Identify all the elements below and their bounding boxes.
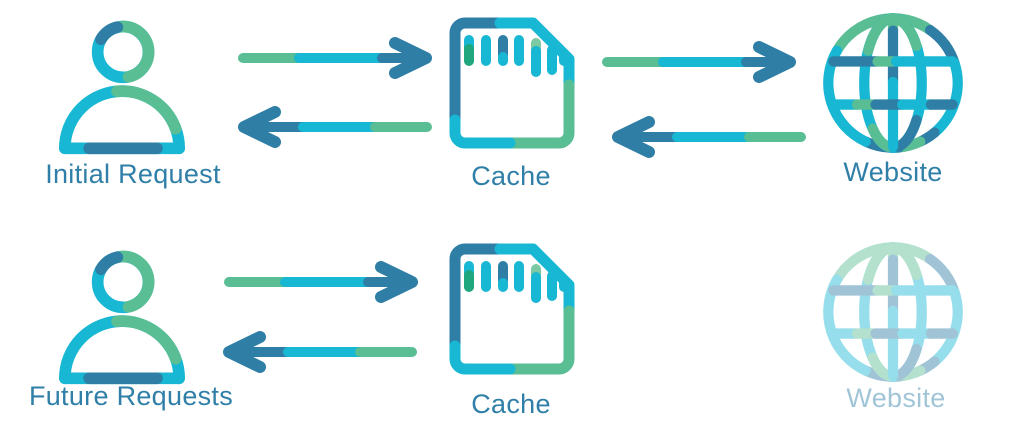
- cache-label: Cache: [471, 389, 551, 419]
- future-requests-label: Future Requests: [28, 381, 234, 411]
- website-label-faded: Website: [846, 383, 946, 413]
- website-label: Website: [843, 157, 943, 187]
- arrow-left-icon: [607, 119, 807, 155]
- initial-request-label: Initial Request: [45, 159, 221, 189]
- arrow-left-icon: [218, 334, 418, 370]
- sd-card-icon: [448, 17, 576, 150]
- globe-icon-faded: [816, 235, 970, 389]
- arrow-right-icon: [223, 264, 423, 300]
- sd-card-icon: [448, 243, 576, 376]
- person-icon: [53, 247, 191, 391]
- person-icon: [53, 17, 191, 161]
- cache-label: Cache: [471, 161, 551, 191]
- arrow-right-icon: [237, 40, 437, 76]
- arrow-right-icon: [601, 44, 801, 80]
- arrow-left-icon: [233, 109, 433, 145]
- globe-icon: [816, 6, 970, 160]
